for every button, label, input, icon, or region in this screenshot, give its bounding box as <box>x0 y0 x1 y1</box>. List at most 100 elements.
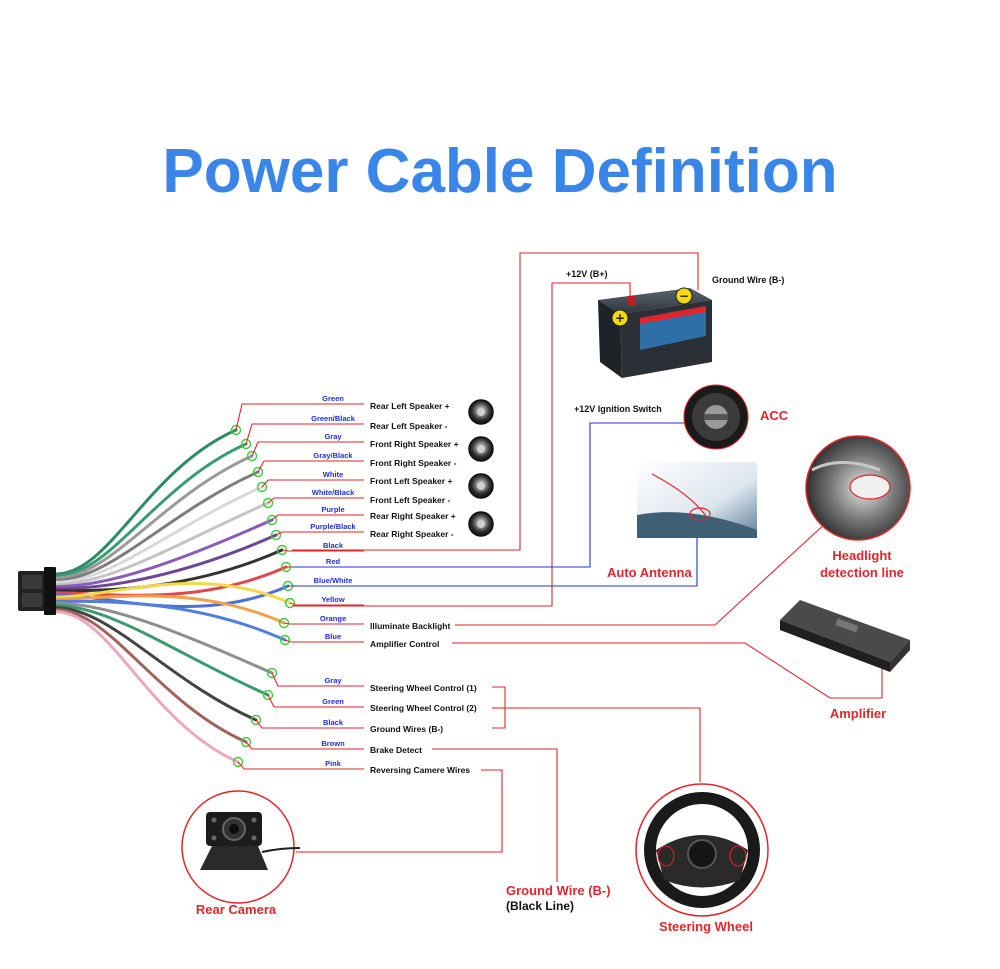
wire-end-marker <box>266 514 278 526</box>
harness-wire <box>54 454 254 580</box>
harness-wire <box>54 442 248 578</box>
wire-leader-line <box>255 719 364 729</box>
harness-wire <box>54 485 264 584</box>
wire-end-marker <box>262 497 274 509</box>
wire-function-label: Front Left Speaker + <box>370 476 452 486</box>
wire-color-label: Purple/Black <box>310 522 356 531</box>
wire-color-label: Green <box>322 697 344 706</box>
wire-color-label: Gray <box>324 676 342 685</box>
wire-function-label: Reversing Camere Wires <box>370 765 470 775</box>
ignition-label: +12V Ignition Switch <box>574 404 662 414</box>
wire-end-marker <box>240 736 252 748</box>
wire-leader-line <box>271 672 364 687</box>
wire-function-label: Illuminate Backlight <box>370 621 450 631</box>
harness-wire <box>54 601 274 675</box>
wire-end-marker <box>266 667 278 679</box>
ground-wire-label-line2: (Black Line) <box>506 899 574 913</box>
wire-end-marker <box>240 438 252 450</box>
antenna-label: Auto Antenna <box>607 565 692 580</box>
wire-leader-line <box>289 602 364 606</box>
svg-text:+: + <box>615 311 625 325</box>
wire-function-label: Ground Wires (B-) <box>370 724 443 734</box>
harness-wire <box>54 610 240 764</box>
harness-wire <box>54 501 270 586</box>
wire-color-label: Gray/Black <box>313 451 353 460</box>
battery-icon: + − <box>598 287 712 378</box>
wire-color-label: Green <box>322 394 344 403</box>
wire-color-label: Blue/White <box>314 576 353 585</box>
wire-color-label: Black <box>323 718 344 727</box>
wire-color-label: Orange <box>320 614 346 623</box>
rear-camera-image <box>181 790 301 904</box>
wire-function-label: Rear Left Speaker - <box>370 421 448 431</box>
wire-color-label: Blue <box>325 632 341 641</box>
wire-function-label: Steering Wheel Control (2) <box>370 703 477 713</box>
wire-end-marker <box>250 714 262 726</box>
wire-leader-line <box>267 694 364 708</box>
steering-wheel-label: Steering Wheel <box>659 919 753 934</box>
wire-function-label: Front Right Speaker + <box>370 439 459 449</box>
harness-wire <box>54 604 270 697</box>
wire-leader-line <box>237 761 364 770</box>
speaker-icon <box>468 473 494 499</box>
battery-positive-label: +12V (B+) <box>566 269 608 279</box>
headlight-image <box>805 435 911 541</box>
wire-leaders <box>235 403 364 770</box>
harness-wire <box>54 582 292 605</box>
speaker-icons <box>468 399 494 537</box>
harness-wire <box>54 599 287 642</box>
wire-end-marker <box>279 634 291 646</box>
harness-wire <box>54 608 248 744</box>
wire-color-label: White/Black <box>312 488 355 497</box>
wire-leader-line <box>267 497 364 504</box>
svg-text:−: − <box>679 289 689 303</box>
speaker-icon <box>468 436 494 462</box>
wire-end-marker <box>270 529 282 541</box>
steering-wheel-image <box>635 783 769 917</box>
wire-function-label: Front Left Speaker - <box>370 495 450 505</box>
amplifier-label: Amplifier <box>830 706 886 721</box>
wire-color-label: Yellow <box>321 595 345 604</box>
harness-wire <box>54 470 260 582</box>
wire-leader-line <box>245 741 364 750</box>
page-title: Power Cable Definition <box>162 137 837 206</box>
wire-leader-line <box>281 549 364 552</box>
harness-wire <box>54 594 286 625</box>
harness-wire <box>54 428 238 576</box>
battery-ground-label: Ground Wire (B-) <box>712 275 784 285</box>
wire-color-label: Purple <box>321 505 344 514</box>
wire-leader-line <box>283 622 364 625</box>
headlight-label-line1: Headlight <box>832 548 892 563</box>
wire-color-label: Red <box>326 557 341 566</box>
wire-leader-line <box>235 403 364 431</box>
wire-end-marker <box>256 481 268 493</box>
wire-leader-line <box>261 479 364 488</box>
wire-function-label: Rear Right Speaker + <box>370 511 456 521</box>
wire-function-label: Rear Right Speaker - <box>370 529 454 539</box>
harness-wire <box>54 533 278 591</box>
wire-leader-line <box>275 531 364 536</box>
wire-leader-line <box>284 639 364 643</box>
harness-wire <box>54 518 274 589</box>
wire-end-marker <box>246 450 258 462</box>
wire-end-marker <box>252 466 264 478</box>
speaker-icon <box>468 399 494 425</box>
wire-leader-line <box>257 460 364 473</box>
wire-function-label: Front Right Speaker - <box>370 458 457 468</box>
harness-connector <box>18 567 56 615</box>
wire-end-marker <box>232 756 244 768</box>
wire-leader-line <box>245 423 364 445</box>
wire-end-marker <box>230 424 242 436</box>
wire-color-label: Gray <box>324 432 342 441</box>
wire-function-label: Steering Wheel Control (1) <box>370 683 477 693</box>
wire-end-marker <box>284 597 296 609</box>
ignition-switch-icon <box>683 384 749 450</box>
wire-leader-line <box>271 514 364 521</box>
antenna-image <box>637 462 757 538</box>
acc-label: ACC <box>760 408 789 423</box>
speaker-icon <box>468 511 494 537</box>
wire-color-label: Brown <box>321 739 345 748</box>
connection-lines <box>292 252 883 882</box>
